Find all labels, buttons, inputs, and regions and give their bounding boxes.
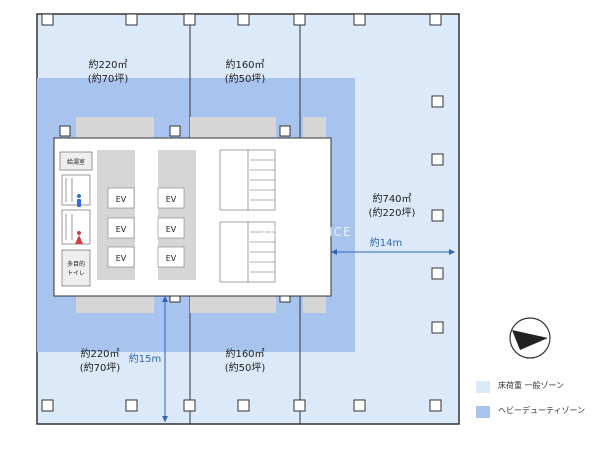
elevator-label: EV	[166, 254, 177, 263]
legend-swatch	[476, 406, 490, 418]
multipurpose-toilet-label: トイレ	[67, 270, 85, 277]
legend-label: ヘビーデューティゾーン	[498, 406, 586, 415]
kitchenette-label: 給湯室	[67, 158, 85, 166]
stairs	[219, 149, 276, 283]
elevator-label: EV	[116, 225, 127, 234]
elevator-shafts	[97, 150, 196, 280]
area-top-middle-sqm: 約160㎡	[225, 58, 264, 71]
north-arrow-icon	[509, 317, 551, 359]
female-restroom-icon	[75, 231, 83, 244]
male-restroom-icon	[77, 194, 81, 207]
elevator-label: EV	[116, 254, 127, 263]
horizontal-dimension	[331, 249, 455, 255]
vertical-dimension-label: 約15m	[129, 352, 161, 365]
watermark: ZERO OFFICE	[260, 225, 351, 239]
elevator-label: EV	[166, 225, 177, 234]
legend-swatch	[476, 381, 490, 393]
area-bottom-middle-tsubo: (約50坪)	[225, 361, 266, 374]
core-interior	[59, 151, 93, 287]
area-bottom-middle-sqm: 約160㎡	[225, 347, 264, 360]
area-top-left-sqm: 約220㎡	[88, 58, 127, 71]
area-bottom-left-sqm: 約220㎡	[80, 347, 119, 360]
area-right-tsubo: (約220坪)	[369, 206, 416, 219]
elevator-label: EV	[166, 195, 177, 204]
core-pads	[76, 117, 326, 313]
area-bottom-left-tsubo: (約70坪)	[80, 361, 121, 374]
area-right-sqm: 約740㎡	[372, 192, 411, 205]
columns	[41, 13, 444, 412]
multipurpose-toilet-label: 多目的	[67, 260, 85, 268]
elevator-label: EV	[116, 195, 127, 204]
area-top-middle-tsubo: (約50坪)	[225, 72, 266, 85]
horizontal-dimension-label: 約14m	[370, 236, 402, 249]
elevator-cars	[107, 187, 185, 268]
vertical-dimension	[162, 296, 168, 422]
legend-label: 床荷重 一般ゾーン	[498, 381, 565, 390]
area-top-left-tsubo: (約70坪)	[88, 72, 129, 85]
